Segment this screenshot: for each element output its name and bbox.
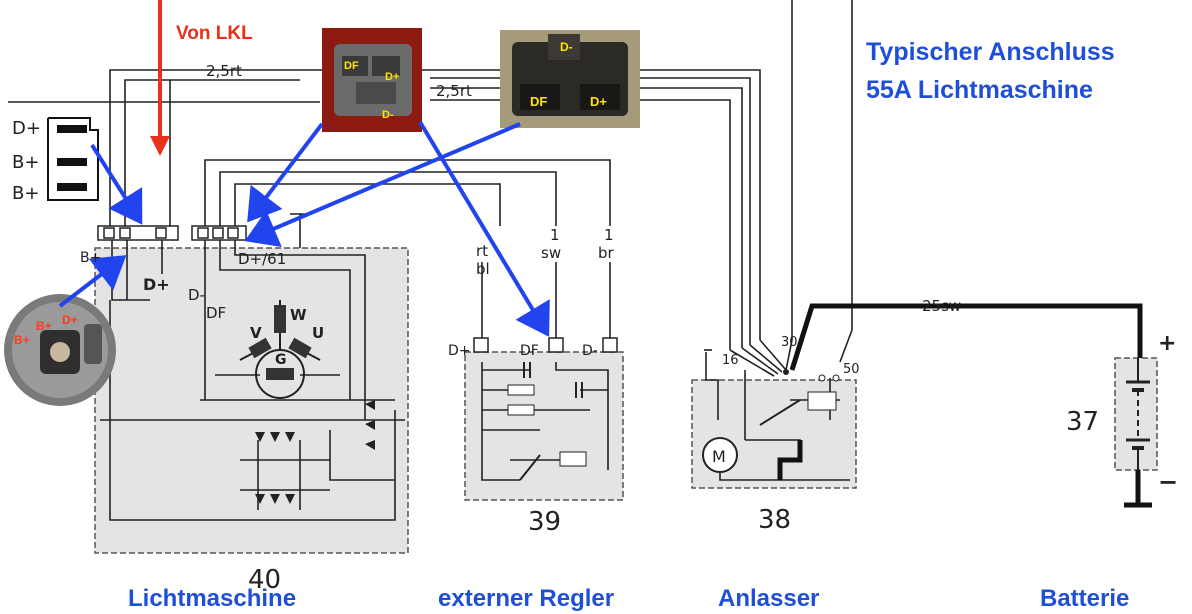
reg-term-dminus: D- xyxy=(582,343,598,359)
caption-regler: externer Regler xyxy=(438,585,614,612)
battery-plus: + xyxy=(1158,331,1176,356)
battery-symbol xyxy=(1126,358,1150,470)
blue-arrows xyxy=(58,120,550,337)
starter-term-30: 30 xyxy=(781,335,798,350)
alt-label-d61: D+/61 xyxy=(238,250,286,268)
photo1-dminus-label: D- xyxy=(382,109,394,121)
gen-label-v: V xyxy=(250,324,262,342)
starter-motor-m: M xyxy=(712,447,726,466)
alt-label-d-minus: D- xyxy=(188,286,205,304)
starter-term-16: 16 xyxy=(722,353,739,368)
caption-lichtmaschine: Lichtmaschine xyxy=(128,585,296,612)
regulator-internals xyxy=(507,362,587,481)
photo1-dplus-label: D+ xyxy=(385,71,399,83)
starter-internals xyxy=(702,369,840,473)
alternator-number: 40 xyxy=(248,565,281,595)
regulator-number: 39 xyxy=(528,507,561,537)
reg-term-dplus: D+ xyxy=(448,343,471,359)
reg-label-1a: 1 xyxy=(550,226,560,244)
alt-label-df: DF xyxy=(206,304,226,322)
wire-label-battery: 25sw xyxy=(922,297,961,315)
wire-label-top1: 2,5rt xyxy=(206,62,242,80)
battery-minus: − xyxy=(1158,468,1178,496)
photoalt-d-plus: D+ xyxy=(62,313,78,327)
photo2-df-label: DF xyxy=(530,94,547,109)
battery-cable xyxy=(777,303,1152,508)
photo-plug-2: D- DF D+ xyxy=(500,30,640,128)
reg-label-bl: bl xyxy=(476,260,490,278)
rectifier-diodes xyxy=(255,400,375,504)
legend-b-plus-1: B+ xyxy=(12,152,39,173)
photo1-df-label: DF xyxy=(344,60,359,72)
von-lkl-label: Von LKL xyxy=(176,23,253,44)
photoalt-b-plus-1: B+ xyxy=(36,319,52,333)
reg-label-rt: rt xyxy=(476,242,488,260)
photoalt-b-plus-2: B+ xyxy=(14,333,30,347)
regulator-plug xyxy=(473,337,618,353)
alt-label-b-plus: B+ xyxy=(80,250,101,266)
alternator-plug-left xyxy=(97,225,179,241)
reg-label-1b: 1 xyxy=(604,226,614,244)
starter-number: 38 xyxy=(758,505,791,535)
gen-label-w: W xyxy=(290,306,307,324)
generator-symbol xyxy=(239,300,321,399)
legend-d-plus: D+ xyxy=(12,118,41,139)
reg-label-br: br xyxy=(598,244,615,262)
wire-label-top2: 2,5rt xyxy=(436,82,472,100)
gen-label-g: G xyxy=(275,352,287,368)
caption-batterie: Batterie xyxy=(1040,585,1129,612)
starter-term-50: 50 xyxy=(843,362,860,377)
photo-alternator: B+ D+ B+ xyxy=(4,294,116,406)
alt-label-d-plus: D+ xyxy=(143,275,170,294)
main-title-line1: Typischer Anschluss xyxy=(866,38,1115,66)
gen-label-u: U xyxy=(312,324,324,342)
photo-plug-1: DF D+ D- xyxy=(322,28,422,132)
legend-plug: D+ B+ B+ xyxy=(12,117,99,204)
reg-label-sw: sw xyxy=(541,244,561,262)
photo2-dminus-label: D- xyxy=(560,40,573,54)
battery-number: 37 xyxy=(1066,407,1099,437)
battery-box xyxy=(1114,357,1158,471)
regulator-box xyxy=(464,351,624,501)
legend-b-plus-2: B+ xyxy=(12,183,39,204)
von-lkl-arrow xyxy=(150,0,170,156)
caption-anlasser: Anlasser xyxy=(718,585,819,612)
photo2-dplus-label: D+ xyxy=(590,94,607,109)
main-title-line2: 55A Lichtmaschine xyxy=(866,76,1093,104)
reg-term-df: DF xyxy=(520,343,539,359)
